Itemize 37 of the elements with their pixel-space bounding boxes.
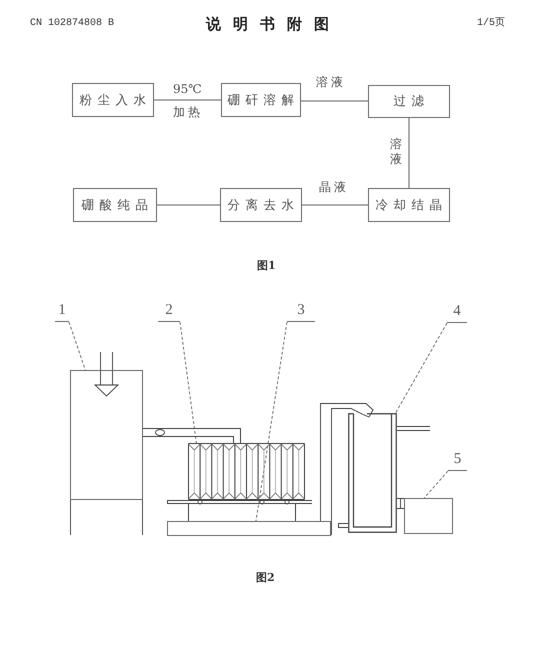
leader-line [180,322,197,444]
figure-caption: 图2 [256,572,275,583]
page-title: 说明书附图 [206,17,341,32]
tube-bundle [188,443,305,500]
edge-label: 溶液 [390,137,403,167]
process-box: 粉尘入水 [72,83,154,117]
edge-label: 溶液 [316,76,346,88]
connector-line [300,100,368,102]
base-plate [167,521,331,536]
page-number: 1/5页 [477,19,506,29]
callout-number: 1 [55,303,69,322]
housing-unit [404,498,453,534]
patent-number: CN 102874808 B [30,19,114,29]
process-box: 硼矸溶解 [221,83,301,117]
leader-line [256,322,288,522]
vessel [348,413,397,533]
leader-line [68,322,86,370]
figure-caption: 图1 [257,260,276,271]
pipe [142,436,234,444]
process-box: 冷却结晶 [368,188,450,222]
callout-number: 4 [447,304,467,323]
leader-line [395,322,448,414]
connector-line [302,204,368,206]
callout-number: 5 [448,452,467,471]
condition-label: 加热 [173,106,203,118]
pipe [142,428,241,444]
edge-label: 晶液 [319,181,349,193]
process-box: 硼酸纯品 [73,188,157,222]
callout-number: 3 [287,303,315,322]
process-box: 分离去水 [220,188,302,222]
leader-line [424,470,448,498]
connector-line [408,118,410,188]
edge-label: 95℃ [173,83,202,95]
tank [70,370,143,500]
callout-number: 2 [158,303,180,322]
process-box: 过滤 [368,85,450,118]
connector-line [156,204,220,206]
